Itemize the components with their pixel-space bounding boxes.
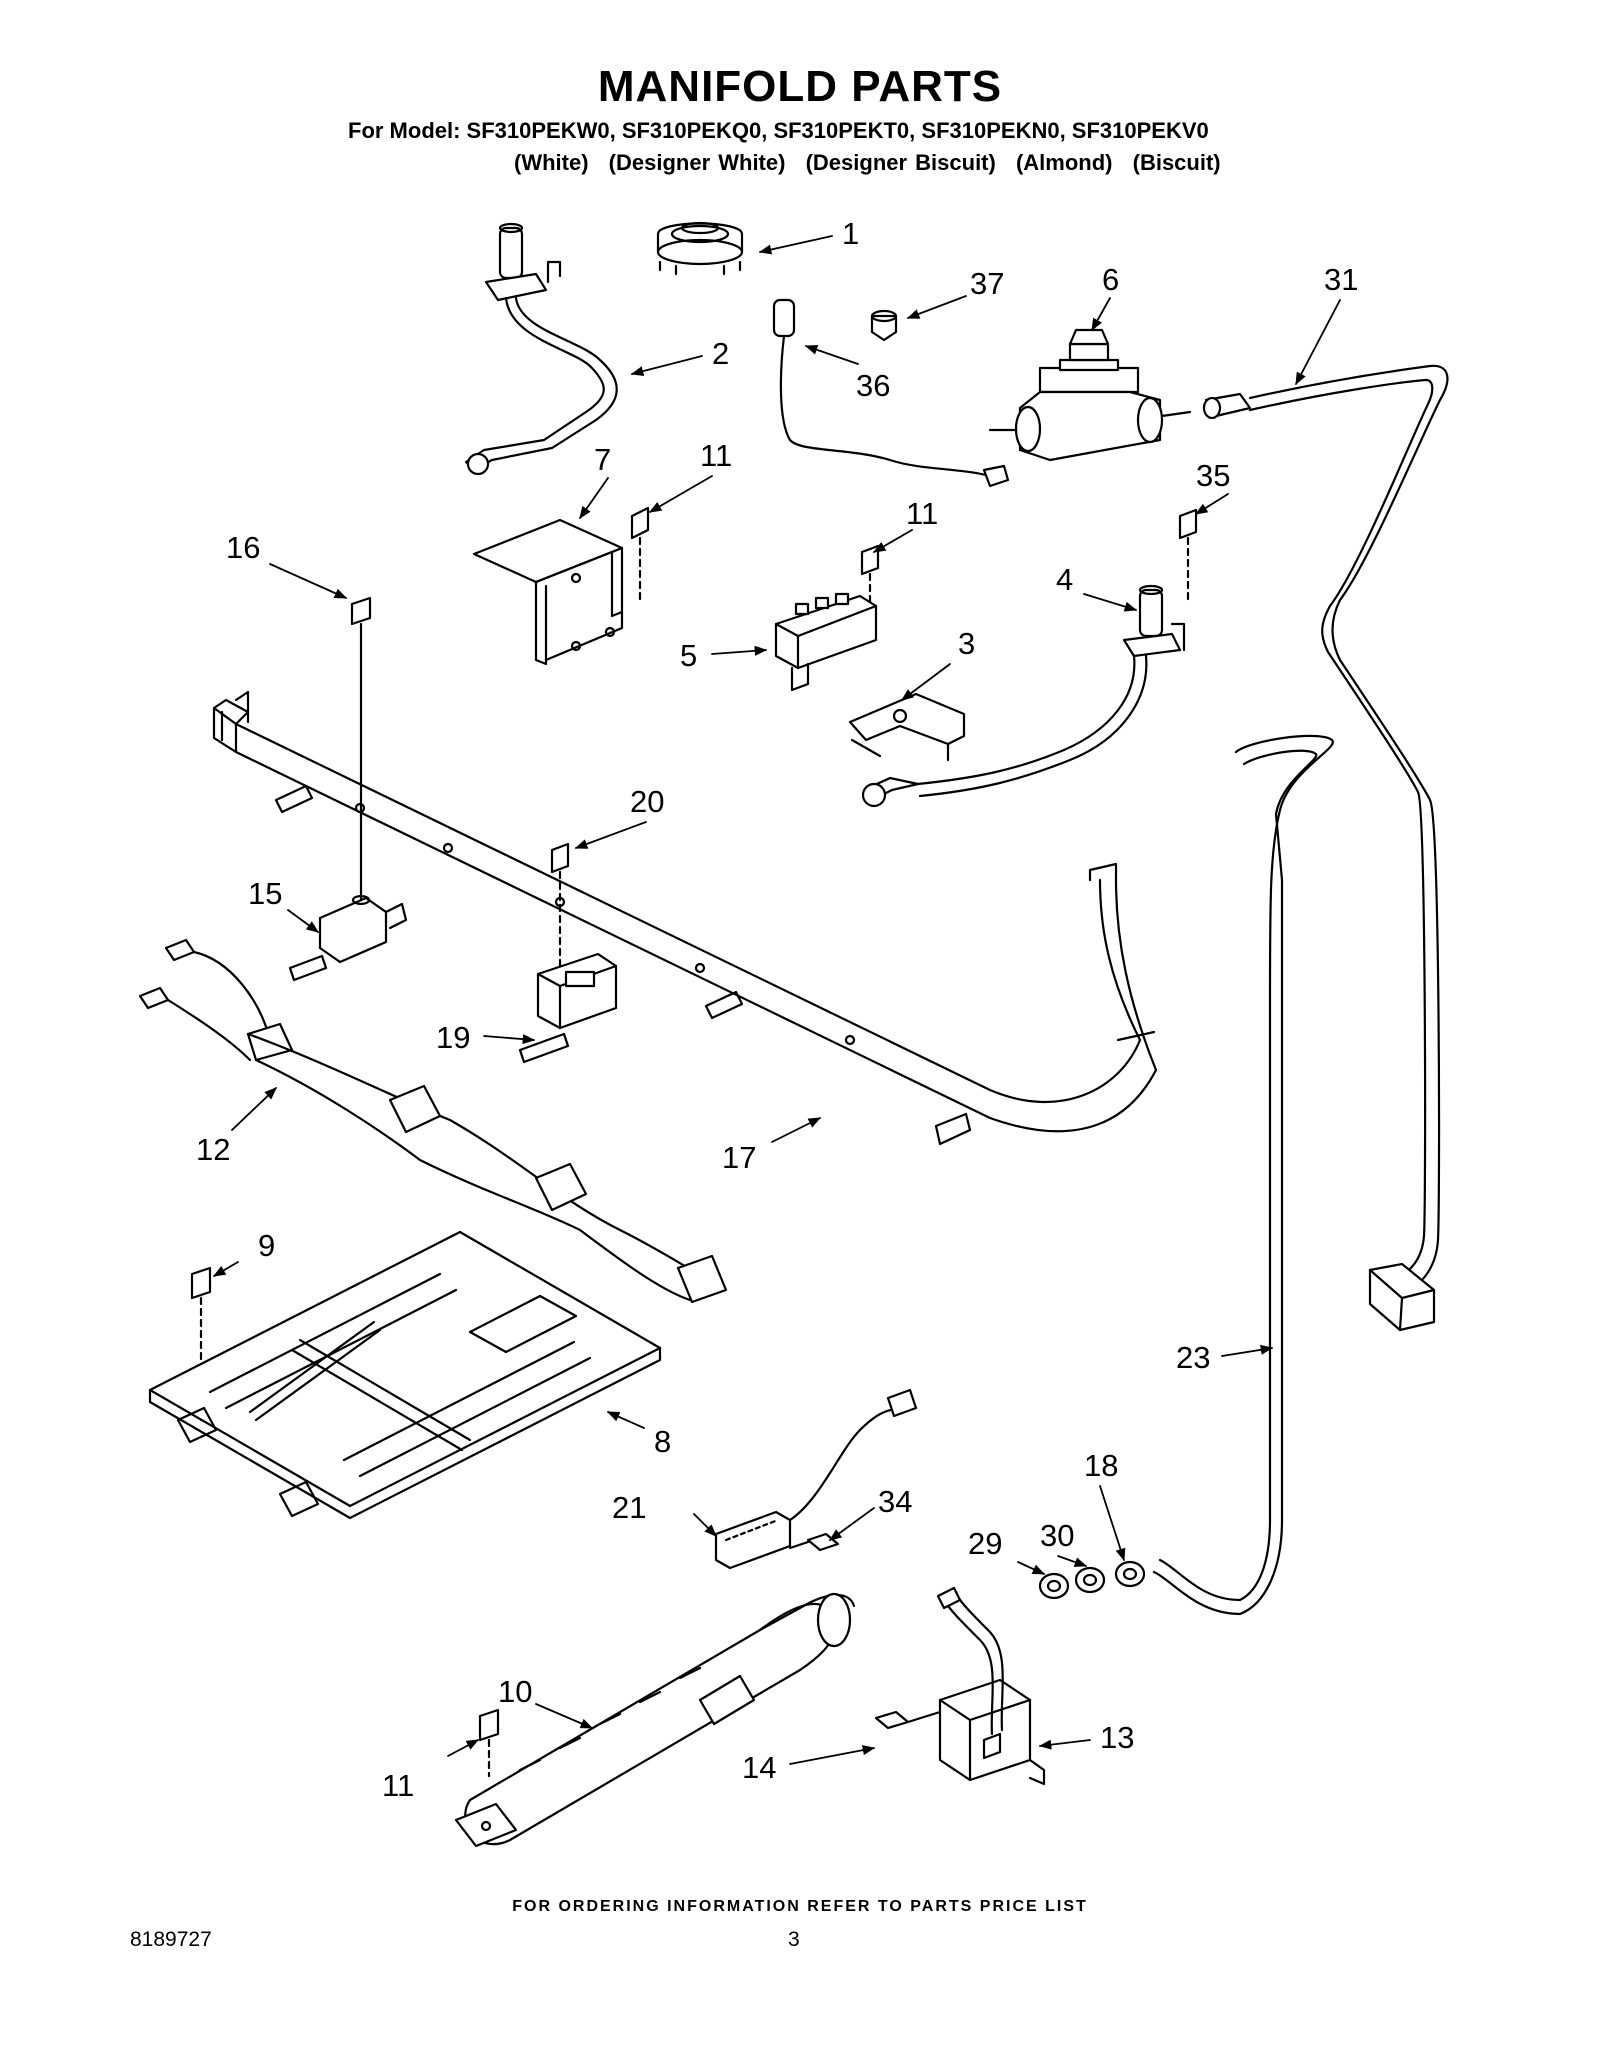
callout-15: 15 [248,876,282,911]
callout-11: 11 [906,496,938,531]
burner-base-plate-part [148,1230,662,1520]
callout-4: 4 [1056,562,1073,597]
grommet-part [1114,1560,1146,1588]
callout-36: 36 [856,368,890,403]
nut-part [1038,1572,1070,1600]
color-label: (Biscuit) [1132,150,1221,175]
callout-31: 31 [1324,262,1358,297]
color-label: (Almond) [1015,150,1113,175]
callout-labels: 1 2 37 36 6 31 7 11 11 35 4 16 5 3 20 15… [196,216,1358,1803]
callout-13: 13 [1100,1720,1134,1755]
shield-bracket-part [472,518,624,666]
callout-12: 12 [196,1132,230,1167]
callout-16: 16 [226,530,260,565]
callout-34: 34 [878,1484,912,1519]
callout-35: 35 [1196,458,1230,493]
screw-part [874,1710,942,1730]
bushing-part [1074,1566,1106,1594]
callout-2: 2 [712,336,729,371]
screw-part [478,1708,500,1778]
burner-cap-part [656,221,744,276]
callout-8: 8 [654,1424,671,1459]
callout-7: 7 [594,442,611,477]
callout-29: 29 [968,1526,1002,1561]
callout-37: 37 [970,266,1004,301]
screw-part [630,506,650,602]
document-number: 8189727 [130,1928,212,1951]
burner-valve-part [518,952,618,1064]
model-list: For Model: SF310PEKW0, SF310PEKQ0, SF310… [348,118,1209,143]
color-label: (White) [514,150,589,175]
burner-orifice-tube-part [861,584,1186,808]
callout-3: 3 [958,626,975,661]
callout-1: 1 [842,216,859,251]
ordering-note: FOR ORDERING INFORMATION REFER TO PARTS … [512,1898,1088,1915]
manifold-pipe-part [212,690,1158,1146]
gas-tube-part [1152,734,1334,1616]
callout-11: 11 [700,438,732,473]
model-colors: (White) (Designer White) (Designer Biscu… [514,150,1233,176]
screw-part [788,1532,840,1552]
callout-arrows [212,235,1341,1765]
callout-11: 11 [382,1768,414,1803]
callout-6: 6 [1102,262,1119,297]
callout-20: 20 [630,784,664,819]
color-label: (Designer Biscuit) [805,150,996,175]
callout-30: 30 [1040,1518,1074,1553]
callout-10: 10 [498,1674,532,1709]
burner-valve-part [288,894,408,982]
callout-9: 9 [258,1228,275,1263]
callout-14: 14 [742,1750,776,1785]
supply-tube-part [1202,364,1449,1332]
callout-19: 19 [436,1020,470,1055]
callout-23: 23 [1176,1340,1210,1375]
grommet-part [870,309,898,342]
callout-21: 21 [612,1490,646,1525]
burner-orifice-tube-part [464,222,618,476]
pressure-regulator-part [988,328,1192,462]
spark-electrode-part [772,298,1010,488]
callout-5: 5 [680,638,697,673]
bake-burner-part [454,1592,856,1848]
orifice-bracket-part [936,1586,1046,1786]
callout-18: 18 [1084,1448,1118,1483]
screw-part [350,596,372,902]
spark-module-part [774,592,878,692]
callout-17: 17 [722,1140,756,1175]
color-label: (Designer White) [608,150,786,175]
module-bracket-part [848,692,966,762]
screw-part [550,842,570,1002]
wiring-harness-part [138,938,728,1304]
terminal-block-part [714,1388,918,1570]
screw-part [1178,508,1198,602]
page-title: MANIFOLD PARTS [597,62,1003,111]
page-number: 3 [788,1928,800,1951]
